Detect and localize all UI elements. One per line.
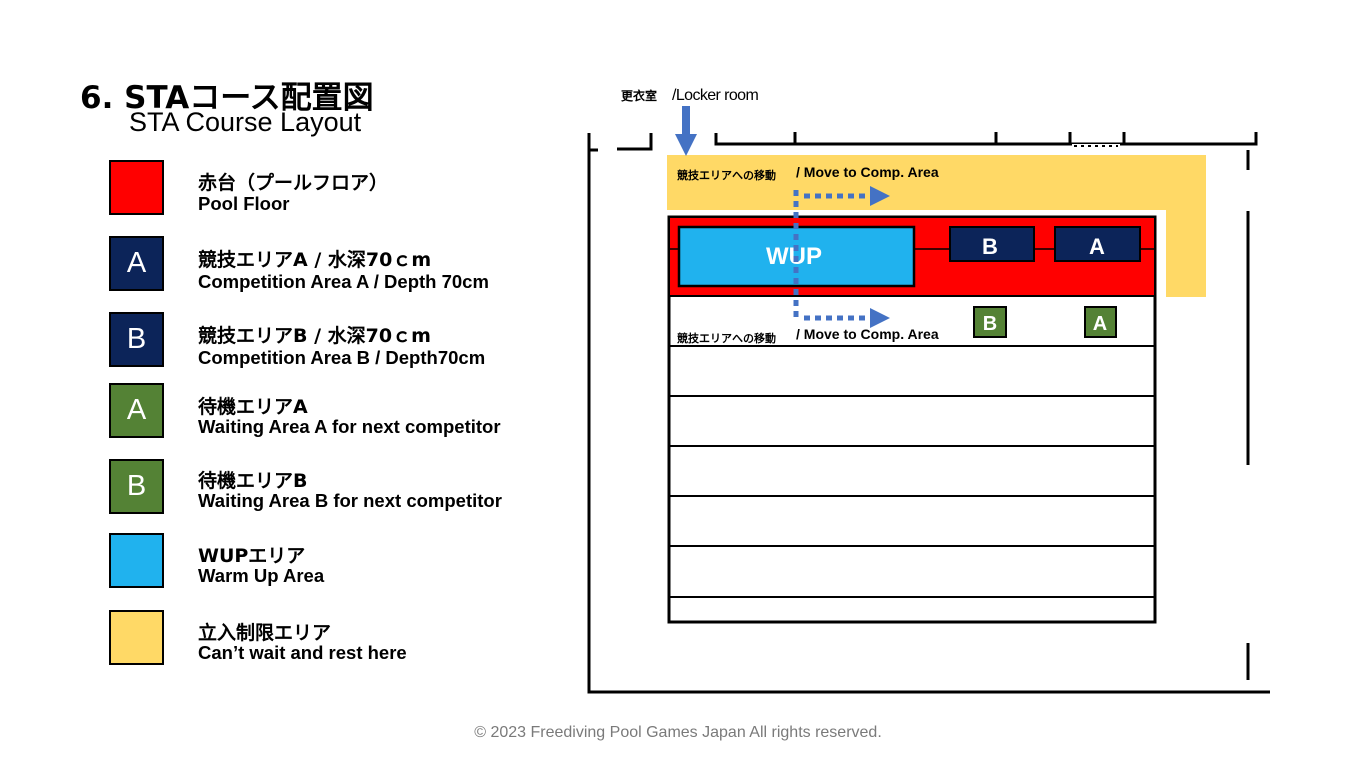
legend-swatch: A (109, 383, 164, 438)
competition-area-b-label: B (982, 234, 998, 259)
lane-lines (669, 345, 1155, 598)
legend-label-jp: 赤台（プールフロア） (198, 172, 389, 194)
legend-label-jp: 待機エリアB (198, 470, 308, 492)
page-subtitle: STA Course Layout (129, 107, 362, 137)
legend-label-jp: 競技エリアB / 水深70ｃm (198, 325, 431, 347)
restricted-area (667, 155, 1206, 297)
room-walls (587, 132, 1270, 694)
waiting-area-a-label: A (1093, 313, 1107, 335)
legend-competition-b: B 競技エリアB / 水深70ｃm Competition Area B / D… (0, 312, 560, 372)
legend-restricted: 立入制限エリア Can’t wait and rest here (0, 610, 560, 670)
arrow-right-icon (870, 308, 890, 328)
legend-label-en: Waiting Area B for next competitor (198, 490, 502, 511)
legend-label-en: Warm Up Area (198, 565, 325, 586)
copyright-footer: © 2023 Freediving Pool Games Japan All r… (474, 724, 882, 741)
move-label-top-jp: 競技エリアへの移動 (677, 168, 776, 182)
route-arrows (793, 186, 890, 328)
legend-label-en: Competition Area B / Depth70cm (198, 347, 486, 368)
waiting-area-a (1084, 306, 1117, 338)
legend-label-jp: 競技エリアA / 水深70ｃm (198, 249, 432, 271)
move-label-top-en: / Move to Comp. Area (796, 164, 939, 180)
legend-swatch: B (109, 459, 164, 514)
competition-area-a-label: A (1089, 234, 1105, 259)
move-label-bottom-jp: 競技エリアへの移動 (677, 331, 776, 345)
waiting-area-b (973, 306, 1007, 338)
legend-label-en: Competition Area A / Depth 70cm (198, 271, 489, 292)
legend-label-jp: 待機エリアA (198, 396, 308, 418)
legend-label-jp: WUPエリア (198, 545, 306, 567)
legend-label-en: Can’t wait and rest here (198, 642, 407, 663)
legend-swatch (109, 533, 164, 588)
legend-pool-floor: 赤台（プールフロア） Pool Floor (0, 160, 560, 220)
waiting-area-b-label: B (983, 313, 997, 335)
legend-label-en: Waiting Area A for next competitor (198, 416, 501, 437)
legend-label-jp: 立入制限エリア (198, 622, 332, 644)
locker-label-en: /Locker room (672, 87, 758, 104)
legend-swatch: A (109, 236, 164, 291)
legend-waiting-a: A 待機エリアA Waiting Area A for next competi… (0, 383, 560, 443)
legend-swatch (109, 610, 164, 665)
legend-waiting-b: B 待機エリアB Waiting Area B for next competi… (0, 459, 560, 519)
legend-wup: WUPエリア Warm Up Area (0, 533, 560, 593)
locker-label-jp: 更衣室 (621, 88, 657, 103)
legend-swatch (109, 160, 164, 215)
legend-swatch: B (109, 312, 164, 367)
locker-arrow-icon (675, 106, 697, 156)
legend-label-en: Pool Floor (198, 193, 290, 214)
legend-competition-a: A 競技エリアA / 水深70ｃm Competition Area A / D… (0, 236, 560, 296)
competition-area-a (1054, 226, 1141, 262)
page-title: 6. STAコース配置図 (80, 80, 374, 116)
competition-area-b (949, 226, 1035, 262)
move-label-bottom-en: / Move to Comp. Area (796, 326, 939, 342)
arrow-right-icon (870, 186, 890, 206)
